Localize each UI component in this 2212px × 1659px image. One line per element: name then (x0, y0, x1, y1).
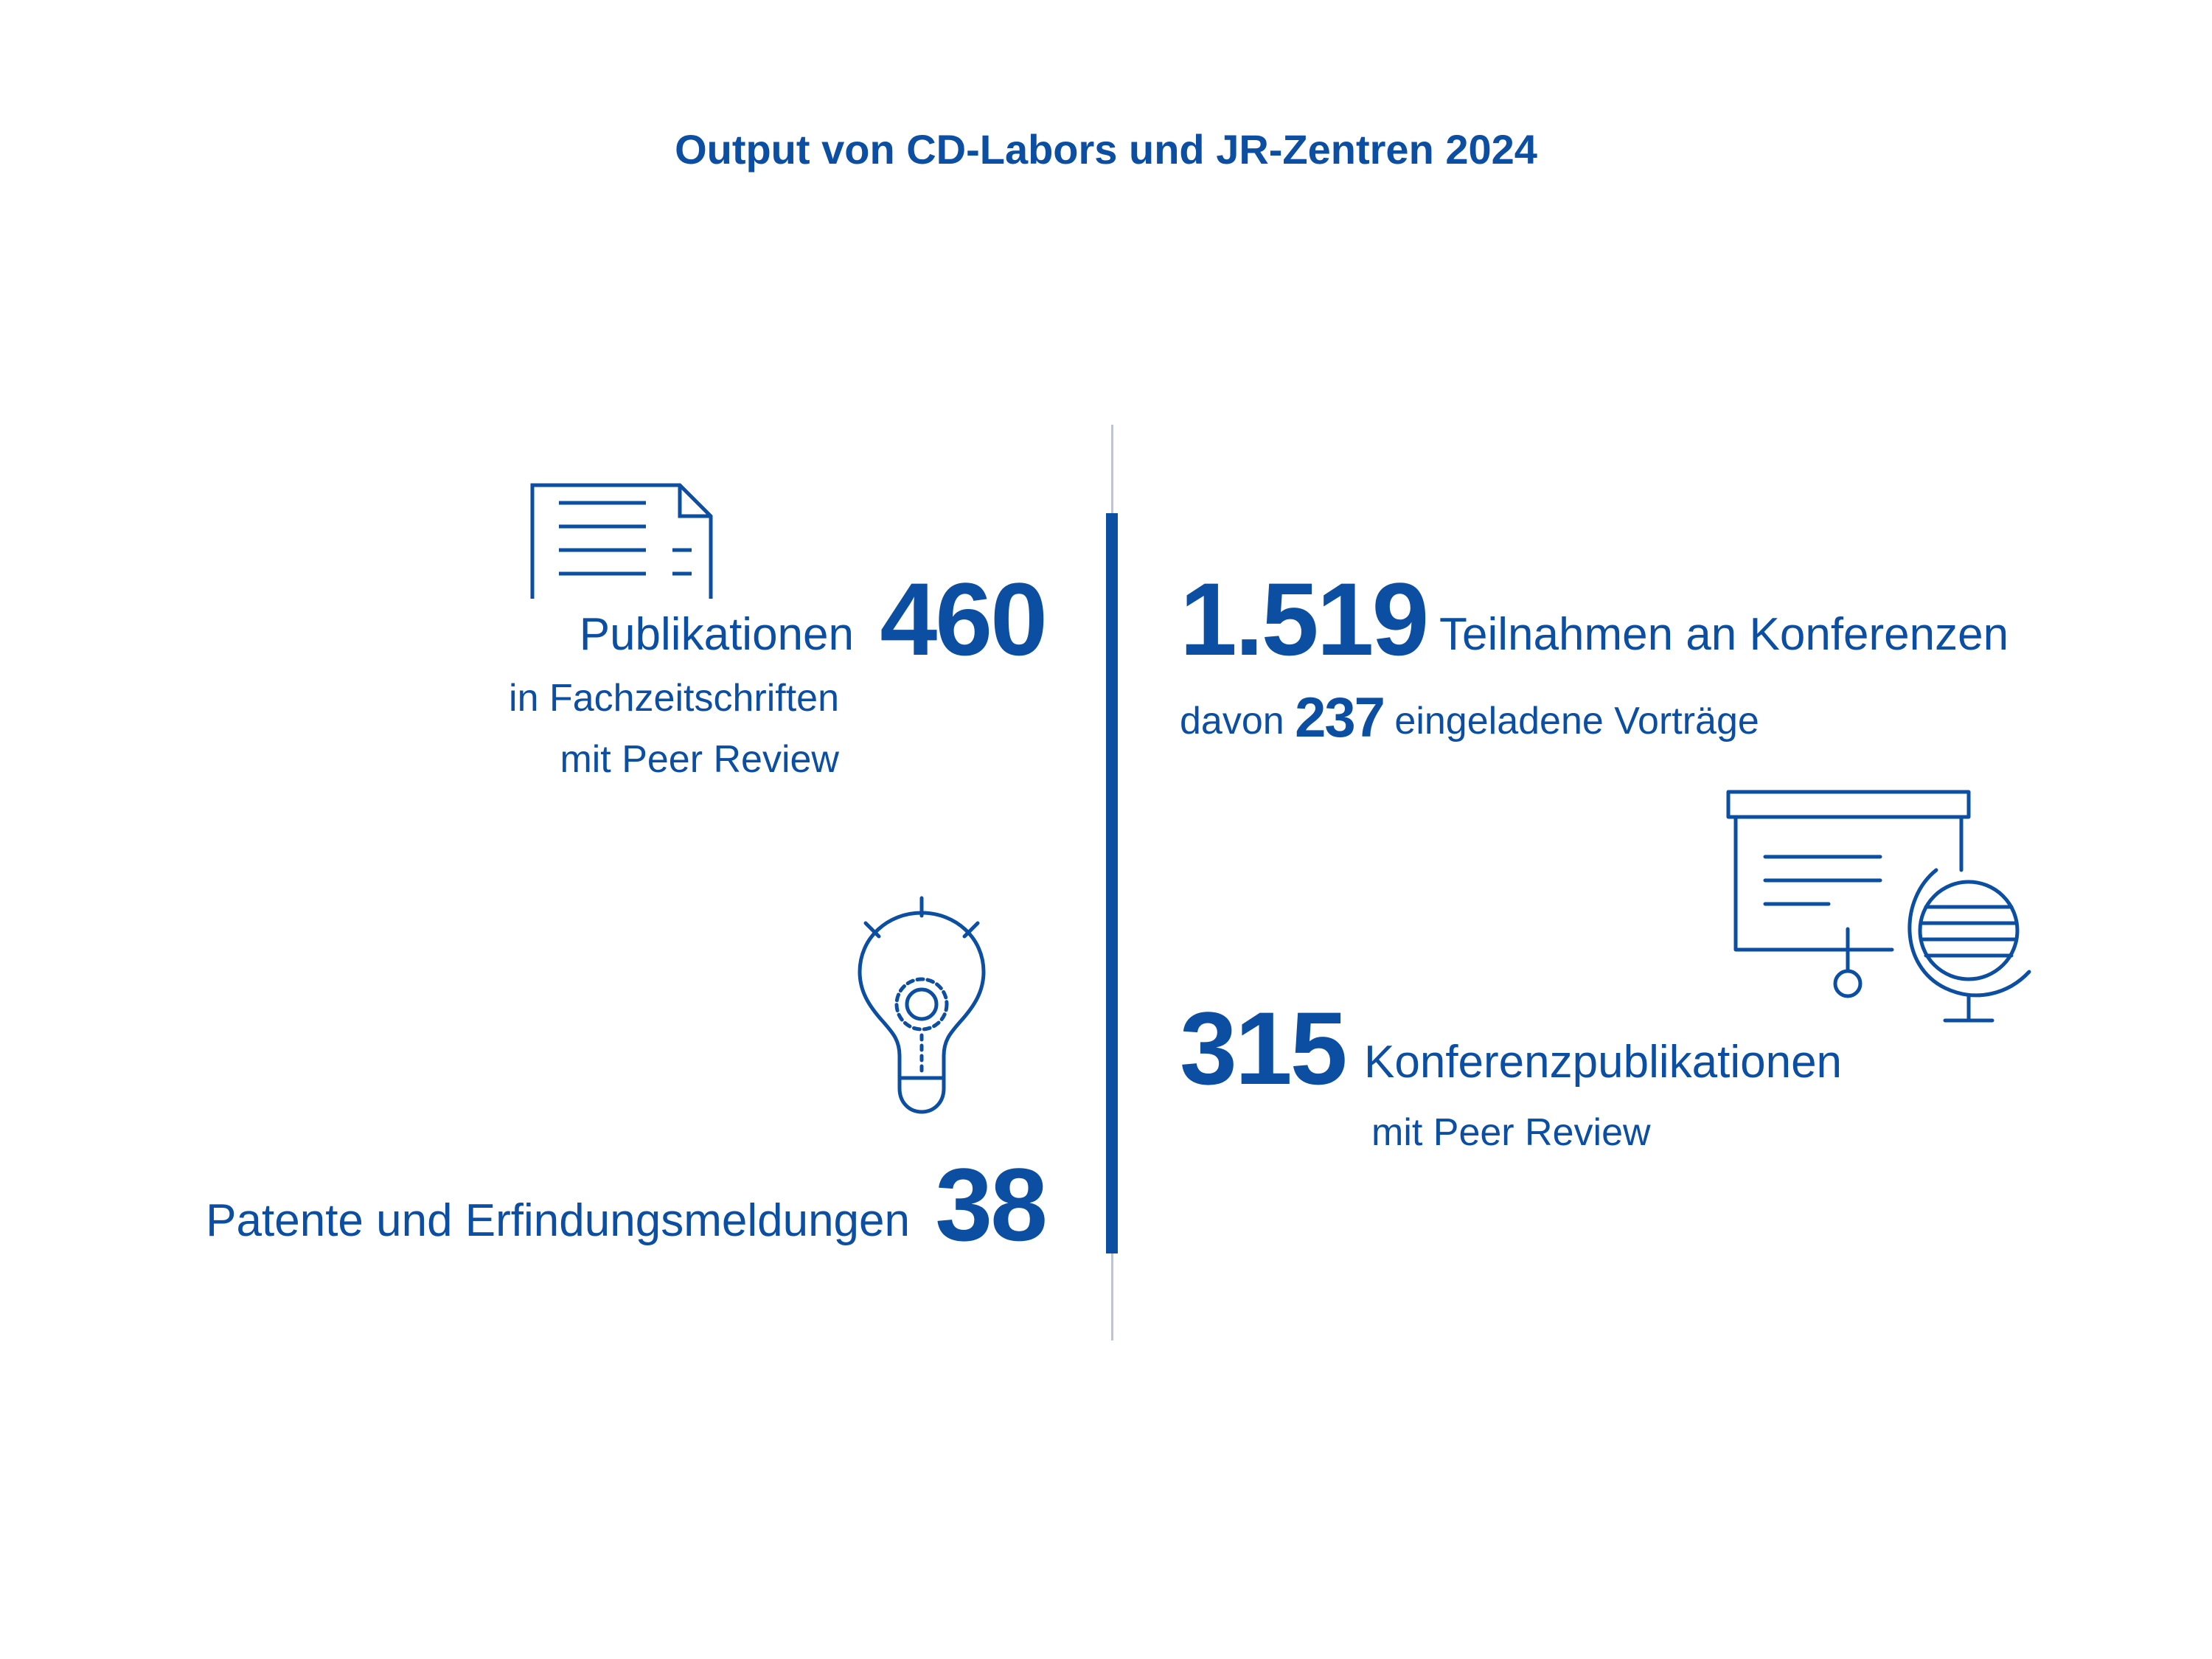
invited-talks-value: 237 (1295, 686, 1385, 749)
conference-publications-value: 315 (1180, 990, 1348, 1106)
publications-sub-line-2: mit Peer Review (560, 738, 839, 781)
page-title: Output von CD-Labors und JR-Zentren 2024 (675, 126, 1537, 173)
invited-talks-line: davon 237 eingeladene Vorträge (1180, 690, 1759, 746)
conferences-label: Teilnahmen an Konferenzen (1439, 609, 2009, 660)
conference-publications-sub-line: mit Peer Review (1371, 1111, 1651, 1154)
conference-publications-label: Konferenzpublikationen (1364, 1037, 1843, 1088)
document-icon (530, 483, 713, 599)
lightbulb-gear-icon (858, 896, 986, 1114)
publications-sub-line-1: in Fachzeitschriften (509, 677, 839, 720)
invited-talks-prefix: davon (1180, 700, 1284, 742)
patents-value: 38 (935, 1147, 1048, 1262)
divider-bar (1106, 513, 1118, 1253)
patents-label: Patente und Erfindungsmeldungen (206, 1195, 910, 1246)
publications-label: Publikationen (579, 609, 854, 660)
publications-value: 460 (880, 561, 1048, 677)
presentation-globe-icon (1726, 790, 2031, 1023)
conferences-value: 1.519 (1180, 561, 1429, 677)
invited-talks-suffix: eingeladene Vorträge (1394, 700, 1759, 742)
